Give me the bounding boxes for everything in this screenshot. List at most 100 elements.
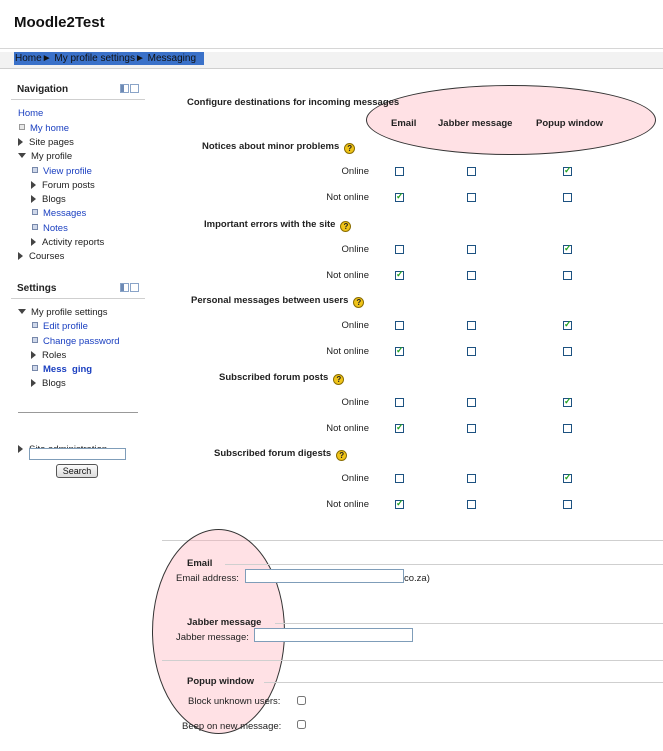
help-icon[interactable]: ? [344, 143, 356, 154]
nav-item-messages[interactable]: Messages [31, 208, 86, 219]
settings-item-label: Change password [43, 336, 120, 347]
settings-item-messaging[interactable]: Mess ging [31, 364, 92, 375]
hide-block-icon[interactable] [130, 84, 139, 93]
email-online-checkbox[interactable] [395, 474, 404, 483]
settings-search-button[interactable]: Search [56, 464, 98, 478]
section-title-label: Notices about minor problems [202, 141, 340, 152]
nav-item-my-profile[interactable]: My profile [18, 151, 72, 162]
nav-item-home[interactable]: Home [18, 108, 44, 119]
collapse-arrow-icon [18, 309, 26, 314]
popup-online-checkbox[interactable] [563, 396, 572, 407]
jabber-not-online-checkbox[interactable] [467, 271, 476, 280]
nav-item-activity-reports[interactable]: Activity reports [31, 237, 104, 248]
settings-divider [18, 412, 138, 413]
email-address-label: Email address: [176, 573, 239, 584]
settings-item-change-password[interactable]: Change password [31, 336, 120, 347]
state-label-not-online: Not online [326, 346, 369, 357]
expand-arrow-icon [31, 181, 36, 189]
nav-item-forum-posts[interactable]: Forum posts [31, 180, 95, 191]
nav-item-site-pages[interactable]: Site pages [18, 137, 74, 148]
bullet-icon [19, 124, 25, 130]
popup-online-checkbox[interactable] [563, 472, 572, 483]
section-title: Personal messages between users? [191, 295, 365, 308]
section-title: Subscribed forum posts? [219, 372, 345, 385]
jabber-not-online-checkbox[interactable] [467, 193, 476, 202]
help-icon[interactable]: ? [336, 450, 348, 461]
settings-item-roles[interactable]: Roles [31, 350, 66, 361]
popup-not-online-checkbox[interactable] [563, 424, 572, 433]
email-online-checkbox[interactable] [395, 245, 404, 254]
section-title-label: Important errors with the site [204, 219, 336, 230]
popup-not-online-checkbox[interactable] [563, 271, 572, 280]
highlight-ellipse-columns [366, 85, 656, 155]
popup-not-online-checkbox[interactable] [563, 193, 572, 202]
site-title: Moodle2Test [14, 14, 105, 31]
hide-block-icon[interactable] [130, 283, 139, 292]
jabber-not-online-checkbox[interactable] [467, 347, 476, 356]
settings-item-my-profile-settings[interactable]: My profile settings [18, 307, 108, 318]
jabber-label: Jabber message: [176, 632, 249, 643]
settings-item-label: Blogs [42, 378, 66, 389]
popup-online-checkbox[interactable] [563, 165, 572, 176]
nav-item-my-home[interactable]: My home [18, 123, 69, 134]
jabber-online-checkbox[interactable] [467, 245, 476, 254]
jabber-input[interactable] [254, 628, 413, 642]
settings-item-blogs[interactable]: Blogs [31, 378, 66, 389]
email-not-online-checkbox[interactable] [395, 345, 404, 356]
help-icon[interactable]: ? [353, 297, 365, 308]
email-address-input[interactable] [245, 569, 404, 583]
popup-not-online-checkbox[interactable] [563, 500, 572, 509]
email-not-online-checkbox[interactable] [395, 269, 404, 280]
dock-block-icon[interactable] [120, 283, 129, 292]
block-unknown-checkbox[interactable] [297, 696, 306, 705]
settings-block-title: Settings [17, 283, 57, 294]
help-icon[interactable]: ? [340, 221, 352, 232]
settings-item-label: My profile settings [31, 307, 108, 318]
email-not-online-checkbox[interactable] [395, 422, 404, 433]
nav-item-label: My profile [31, 151, 73, 162]
nav-item-label: Site pages [29, 137, 74, 148]
column-header-jabber: Jabber message [438, 118, 513, 129]
popup-online-checkbox[interactable] [563, 243, 572, 254]
nav-item-label: Forum posts [42, 180, 95, 191]
settings-item-edit-profile[interactable]: Edit profile [31, 321, 88, 332]
email-not-online-checkbox[interactable] [395, 191, 404, 202]
bullet-icon [32, 365, 38, 371]
navigation-block: Navigation Home My home Site pages My pr… [11, 81, 145, 269]
jabber-not-online-checkbox[interactable] [467, 500, 476, 509]
email-online-checkbox[interactable] [395, 321, 404, 330]
email-fieldset-legend: Email [187, 558, 213, 569]
help-icon[interactable]: ? [333, 374, 345, 385]
email-not-online-checkbox[interactable] [395, 498, 404, 509]
jabber-online-checkbox[interactable] [467, 167, 476, 176]
nav-item-label: Messages [43, 208, 87, 219]
settings-item-label: Edit profile [43, 321, 88, 332]
state-label-not-online: Not online [326, 499, 369, 510]
breadcrumb-home[interactable]: Home [15, 53, 42, 64]
popup-fieldset-legend: Popup window [187, 676, 255, 687]
nav-item-courses[interactable]: Courses [18, 251, 64, 262]
email-online-checkbox[interactable] [395, 398, 404, 407]
bullet-icon [32, 209, 38, 215]
jabber-online-checkbox[interactable] [467, 321, 476, 330]
navigation-block-header: Navigation [11, 81, 145, 100]
nav-item-notes[interactable]: Notes [31, 223, 68, 234]
section-title: Notices about minor problems? [202, 141, 356, 154]
breadcrumb-my-profile-settings[interactable]: My profile settings [54, 53, 135, 64]
jabber-not-online-checkbox[interactable] [467, 424, 476, 433]
nav-item-blogs[interactable]: Blogs [31, 194, 66, 205]
nav-item-label: My home [30, 123, 70, 134]
popup-not-online-checkbox[interactable] [563, 347, 572, 356]
nav-item-view-profile[interactable]: View profile [31, 166, 92, 177]
jabber-online-checkbox[interactable] [467, 398, 476, 407]
beep-checkbox[interactable] [297, 720, 306, 729]
jabber-online-checkbox[interactable] [467, 474, 476, 483]
column-header-email: Email [391, 118, 417, 129]
breadcrumb-messaging[interactable]: Messaging [147, 53, 197, 64]
dock-block-icon[interactable] [120, 84, 129, 93]
settings-search-input[interactable] [29, 448, 126, 460]
state-label-online: Online [341, 473, 369, 484]
popup-online-checkbox[interactable] [563, 319, 572, 330]
settings-item-label: Mess ging [43, 364, 93, 375]
email-online-checkbox[interactable] [395, 167, 404, 176]
